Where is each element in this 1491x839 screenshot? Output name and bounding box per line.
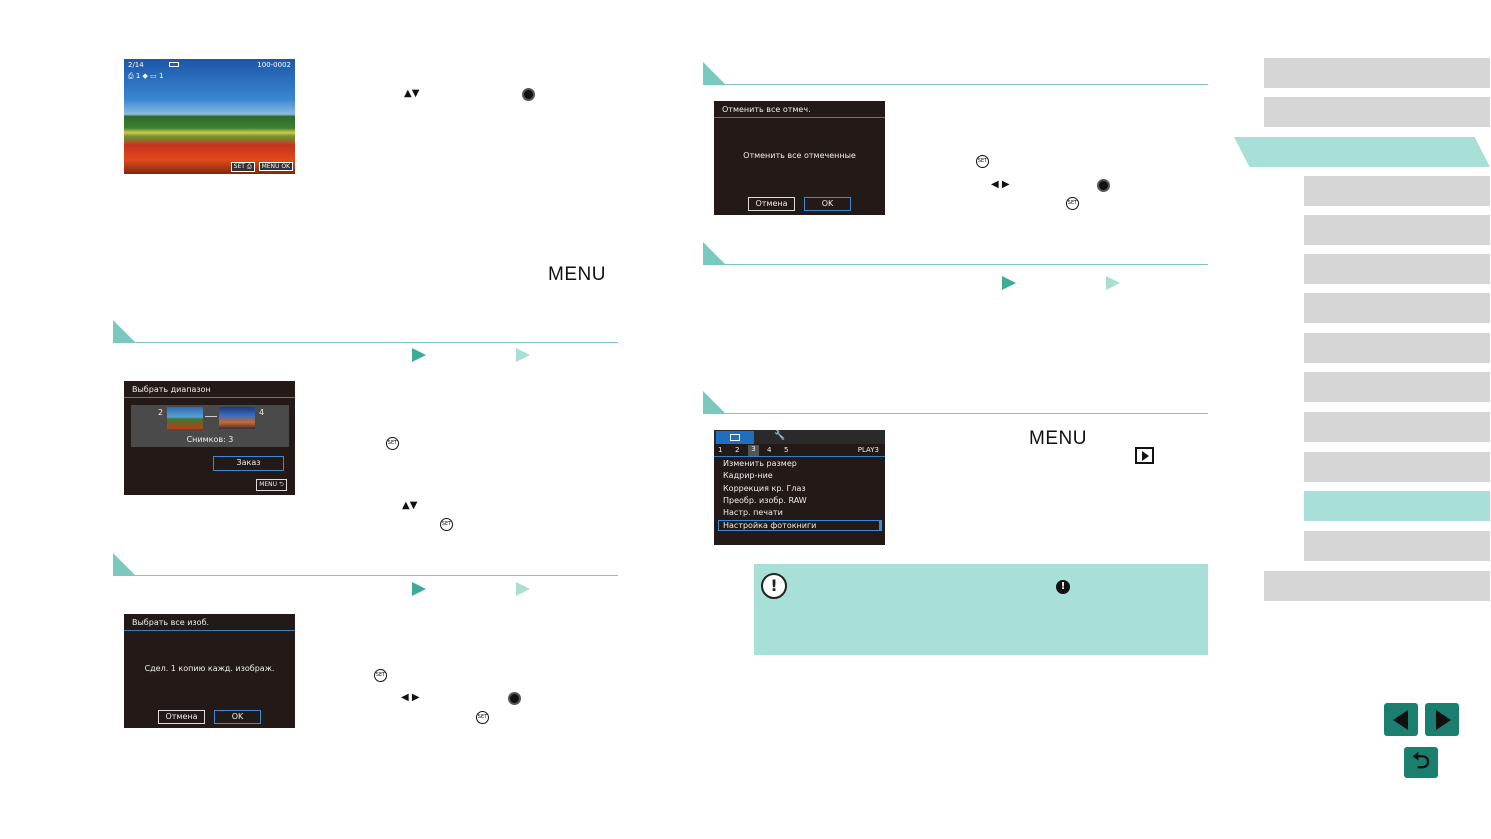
nav-subtab-1[interactable] <box>1304 176 1490 206</box>
caution-icon: ! <box>761 573 787 599</box>
menu-item: Кадрир-ние <box>723 471 773 480</box>
return-button[interactable]: ⮌ <box>1404 747 1438 778</box>
left-right-arrows-icon: ◀ ▶ <box>401 692 420 703</box>
nav-tab-2[interactable] <box>1264 97 1490 127</box>
left-right-arrows-icon: ◀ ▶ <box>991 179 1010 190</box>
nav-subtab-7[interactable] <box>1304 412 1490 442</box>
exclamation-icon: ! <box>1056 580 1070 594</box>
range-first-thumbnail <box>167 407 203 429</box>
nav-subtab-5[interactable] <box>1304 333 1490 363</box>
cancel-button: Отмена <box>158 710 205 724</box>
set-button-icon: SET <box>440 518 453 531</box>
return-arrow-icon: ⮌ <box>1412 749 1430 774</box>
screen-message: Сдел. 1 копию кажд. изображ. <box>144 664 275 673</box>
previous-page-button[interactable] <box>1384 703 1418 736</box>
set-print-button: SET ⎙ <box>230 162 255 172</box>
nav-subtab-3[interactable] <box>1304 254 1490 284</box>
subtab-5: 5 <box>784 446 789 454</box>
nav-subtab-4[interactable] <box>1304 293 1490 323</box>
up-down-arrows-icon: ▲▼ <box>404 88 420 99</box>
playback-menu-screen: 🔧 1 2 3 4 5 PLAY3 Изменить размер Кадрир… <box>714 430 885 545</box>
screen-title: Выбрать все изоб. <box>124 614 295 631</box>
nav-tab-last[interactable] <box>1264 571 1490 601</box>
menu-item-selected-label: Настройка фотокниги <box>723 521 817 530</box>
nav-subtab-10[interactable] <box>1304 531 1490 561</box>
control-dial-icon <box>508 692 521 705</box>
section-heading-steps <box>703 241 1208 265</box>
nav-subtab-8[interactable] <box>1304 452 1490 482</box>
menu-item: Изменить размер <box>723 459 797 468</box>
order-button: Заказ <box>213 456 284 471</box>
step-arrow-icon <box>412 348 426 362</box>
set-button-icon: SET <box>476 711 489 724</box>
screen-title: Отменить все отмеч. <box>714 101 885 118</box>
subtab-3: 3 <box>748 445 759 456</box>
ok-button: OK <box>804 197 851 211</box>
menu-ok-button: MENU OK <box>258 162 293 171</box>
menu-item-selected: Настройка фотокниги <box>718 520 881 531</box>
section-heading-photobook <box>703 390 1208 414</box>
menu-button-label: MENU <box>548 264 606 285</box>
set-button-icon: SET <box>386 437 399 450</box>
section-heading-range <box>113 319 618 343</box>
menu-subtabs: 1 2 3 4 5 PLAY3 <box>714 444 885 457</box>
screen-message: Отменить все отмеченные <box>743 151 856 160</box>
step-arrow-icon <box>412 582 426 596</box>
menu-item: Преобр. изобр. RAW <box>723 496 807 505</box>
subtab-1: 1 <box>718 446 723 454</box>
control-dial-icon <box>1097 179 1110 192</box>
nav-subtab-6[interactable] <box>1304 372 1490 402</box>
nav-tab-1[interactable] <box>1264 58 1490 88</box>
section-heading-all-images <box>113 552 618 576</box>
range-first-number: 2 <box>158 408 164 417</box>
wrench-tab-icon: 🔧 <box>774 431 786 441</box>
next-page-button[interactable] <box>1425 703 1459 736</box>
range-count: Снимков: 3 <box>186 435 234 444</box>
step-arrow-icon <box>1002 276 1016 290</box>
battery-icon <box>169 62 179 67</box>
section-heading-clear-all <box>703 61 1208 85</box>
file-number: 100-0002 <box>257 61 291 69</box>
menu-item: Коррекция кр. Глаз <box>723 484 806 493</box>
nav-tab-current-chapter[interactable] <box>1234 137 1490 167</box>
set-button-icon: SET <box>1066 197 1079 210</box>
menu-tab-strip: 🔧 <box>714 430 885 444</box>
photo-status-bar: 2/14 100-0002 <box>124 59 295 71</box>
cancel-button: Отмена <box>748 197 795 211</box>
step-arrow-icon <box>1106 276 1120 290</box>
range-last-thumbnail <box>219 407 255 429</box>
select-all-images-screen: Выбрать все изоб. Сдел. 1 копию кажд. из… <box>124 614 295 728</box>
subtab-4: 4 <box>767 446 772 454</box>
control-dial-icon <box>522 88 535 101</box>
screen-title: Выбрать диапазон <box>124 381 295 398</box>
range-last-number: 4 <box>259 408 265 417</box>
step-arrow-icon <box>516 582 530 596</box>
set-button-icon: SET <box>374 669 387 682</box>
nav-subtab-2[interactable] <box>1304 215 1490 245</box>
playback-tab-icon <box>716 431 754 444</box>
menu-item: Настр. печати <box>723 508 783 517</box>
range-dash <box>205 416 217 417</box>
image-counter: 2/14 <box>128 61 144 69</box>
subtab-2: 2 <box>735 446 740 454</box>
nav-subtab-current[interactable] <box>1304 491 1490 521</box>
clear-all-screen: Отменить все отмеч. Отменить все отмечен… <box>714 101 885 215</box>
caution-note: ! ! <box>754 564 1208 655</box>
print-info: ⎙ 1 ◆ ▭ 1 <box>128 72 164 80</box>
playback-icon <box>1135 447 1154 464</box>
step-arrow-icon <box>516 348 530 362</box>
up-down-arrows-icon: ▲▼ <box>402 500 418 511</box>
range-strip: 2 4 Снимков: 3 <box>131 405 289 447</box>
select-range-screen: Выбрать диапазон 2 4 Снимков: 3 Заказ ME… <box>124 381 295 495</box>
photo-preview-screen: 2/14 100-0002 ⎙ 1 ◆ ▭ 1 SET ⎙ MENU OK <box>124 59 295 174</box>
menu-page-label: PLAY3 <box>857 446 879 454</box>
menu-scrollbar <box>879 520 882 531</box>
photo-bottom-buttons: SET ⎙ MENU OK <box>229 162 293 172</box>
menu-back-button: MENU ⮌ <box>256 479 287 491</box>
menu-button-label: MENU <box>1029 428 1087 449</box>
set-button-icon: SET <box>976 155 989 168</box>
ok-button: OK <box>214 710 261 724</box>
